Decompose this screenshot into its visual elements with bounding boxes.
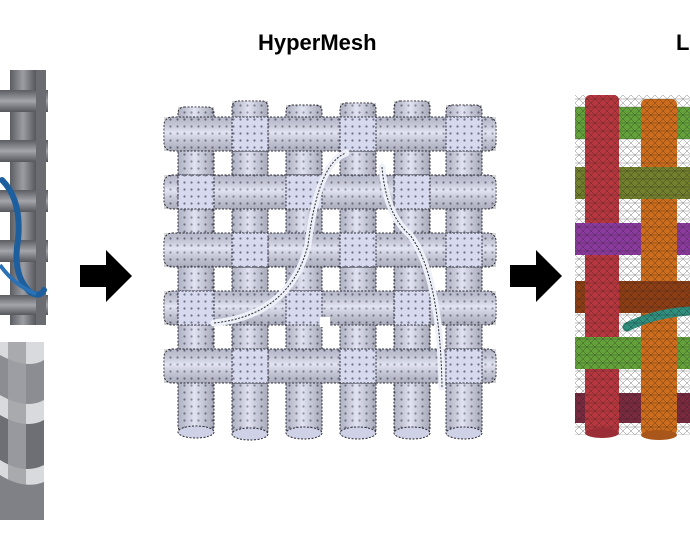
cad-model-panel — [0, 70, 48, 520]
colored-mesh-title: L — [676, 30, 690, 55]
hypermesh-mesh-panel — [163, 100, 497, 441]
arrow-right-icon — [510, 250, 562, 302]
cad-fiber-strand — [0, 177, 47, 298]
arrow-right-icon — [80, 250, 132, 302]
colored-mesh-panel — [575, 95, 690, 440]
hypermesh-title: HyperMesh — [258, 30, 377, 55]
